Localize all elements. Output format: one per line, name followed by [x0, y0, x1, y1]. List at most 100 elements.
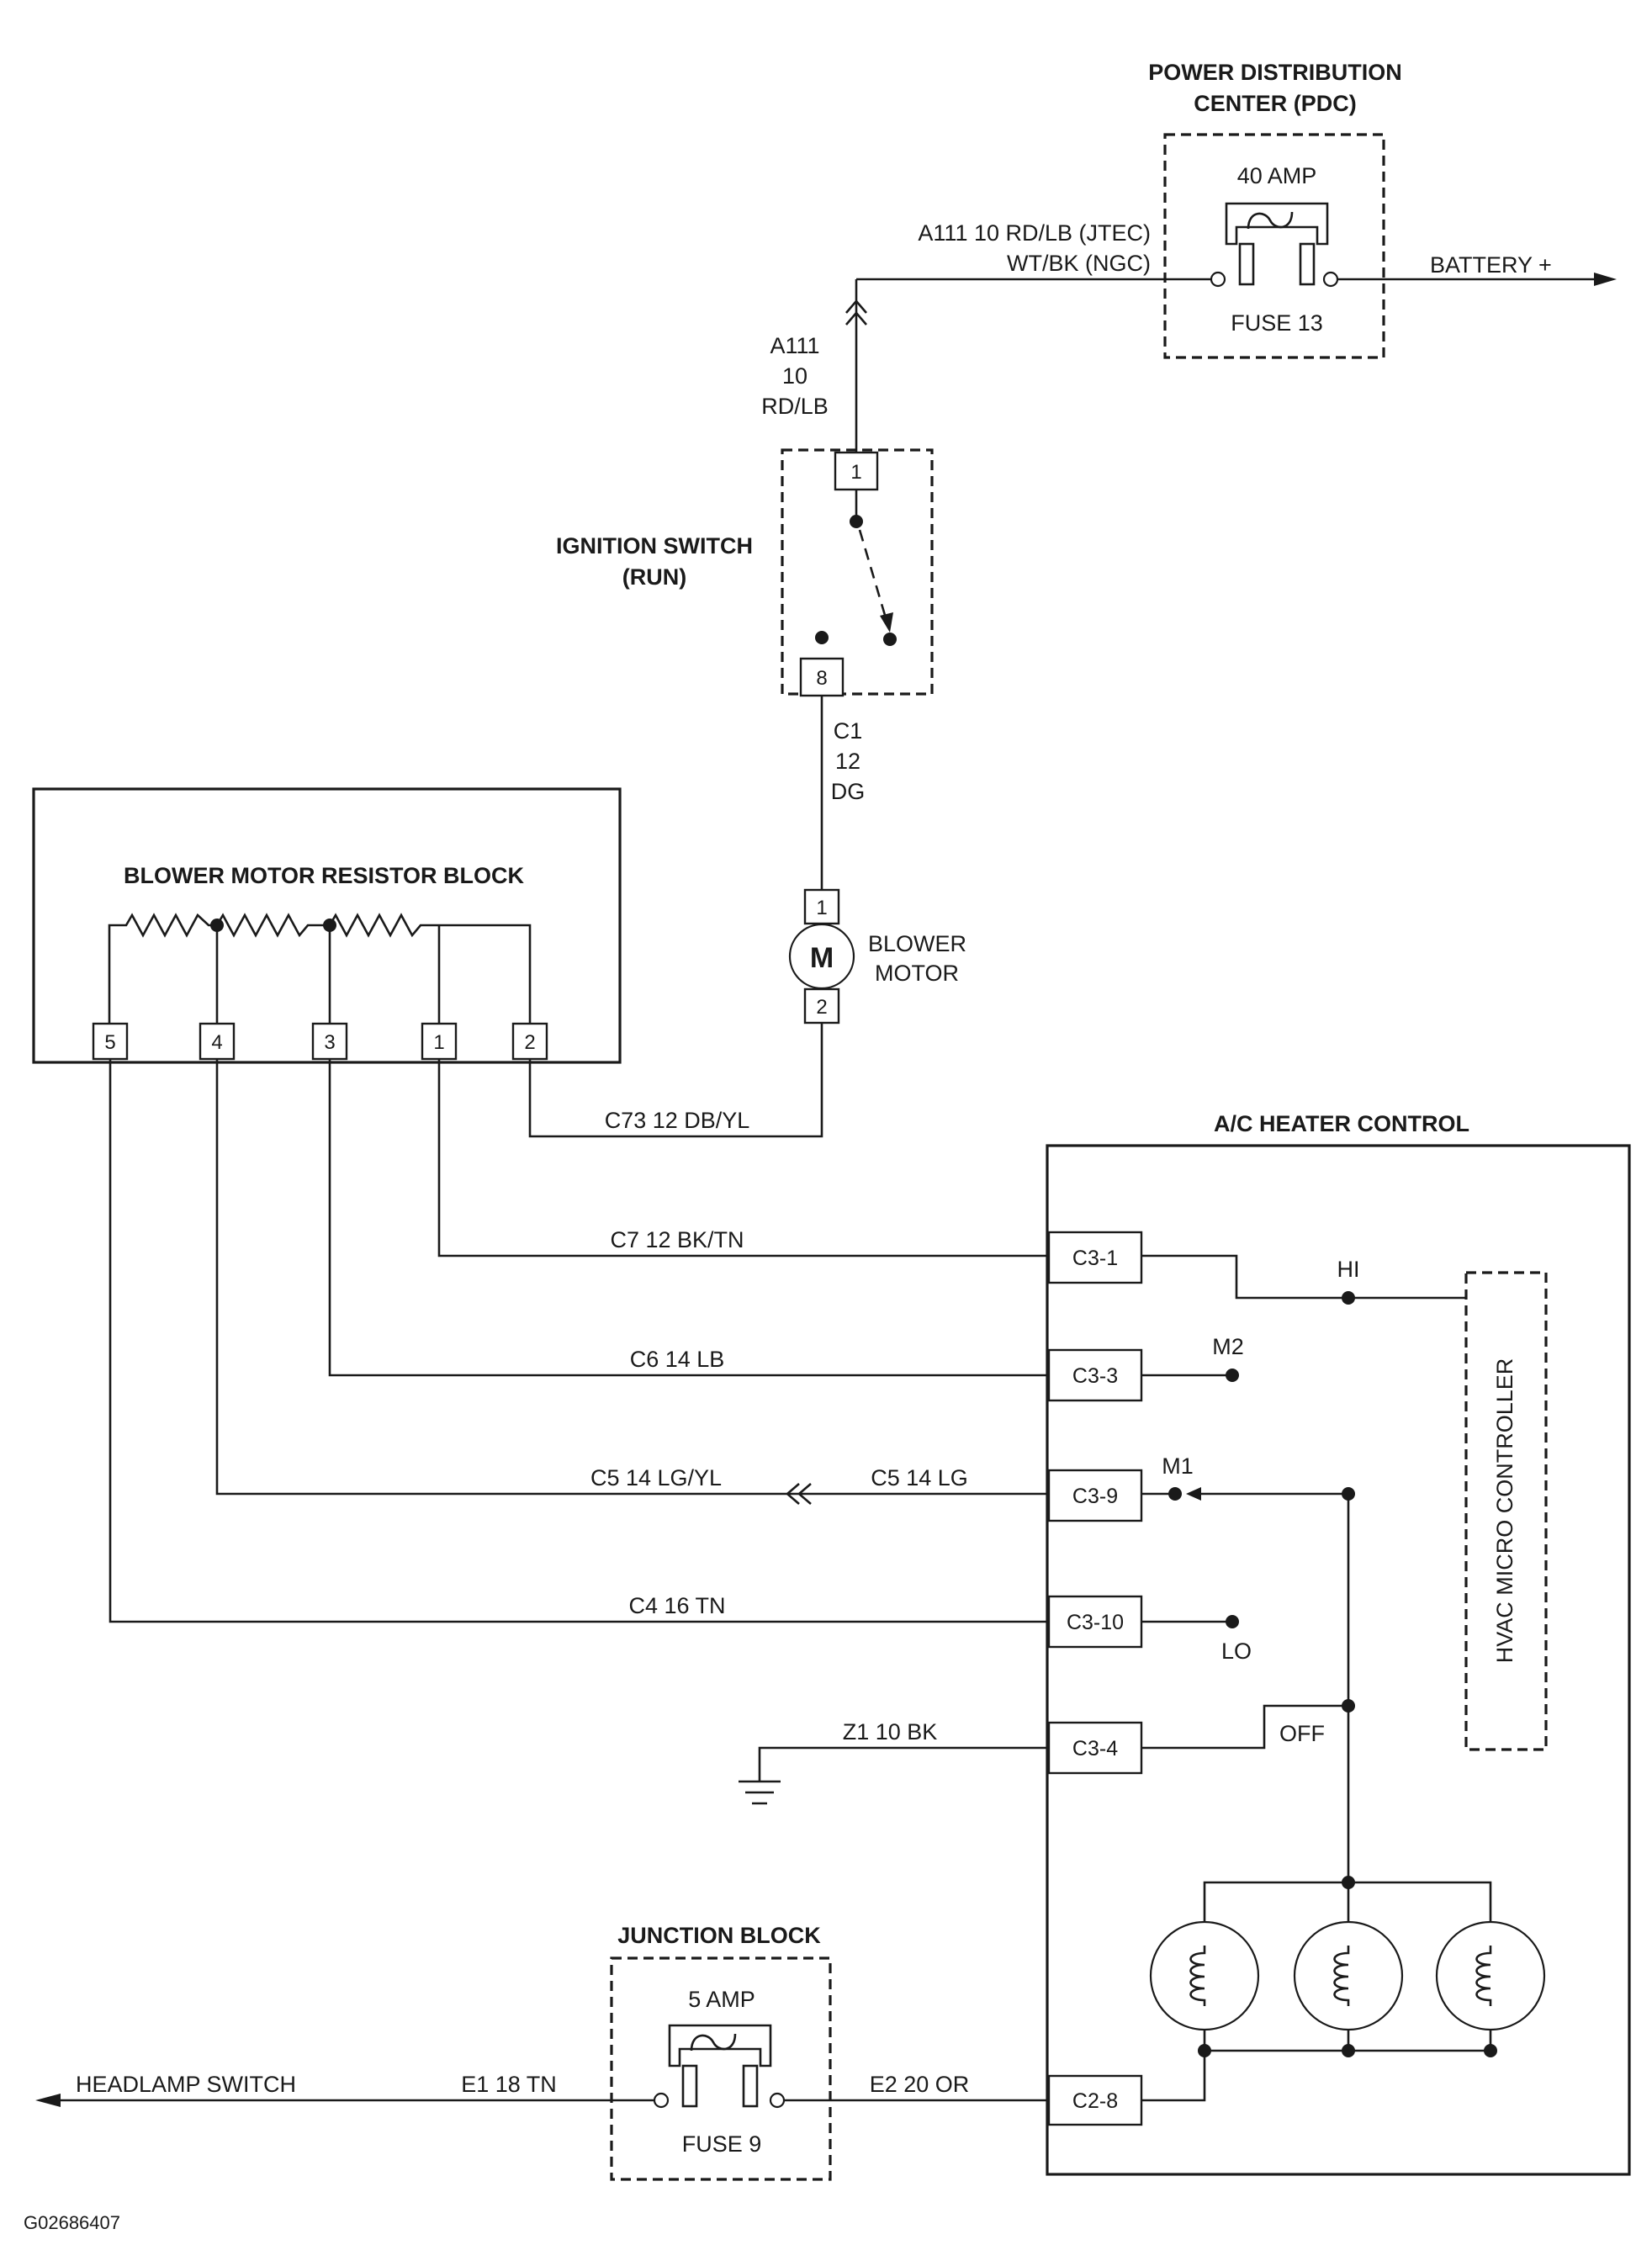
selector-arrow-icon: [1186, 1487, 1201, 1501]
fuse-13-icon: [1210, 202, 1339, 288]
junction-fuse-rating: 5 AMP: [688, 1987, 755, 2012]
motor-pin-1-label: 1: [816, 897, 827, 919]
resistor-block-title: BLOWER MOTOR RESISTOR BLOCK: [124, 863, 525, 888]
hi-wire: [1141, 1254, 1466, 1300]
a111-top-label-line2: WT/BK (NGC): [1007, 251, 1151, 276]
power-distribution-center: POWER DISTRIBUTION CENTER (PDC) 40 AMP F…: [1148, 60, 1402, 359]
connector-c3-1-label: C3-1: [1072, 1247, 1118, 1270]
motor-pin-2-label: 2: [816, 996, 827, 1019]
connector-c3-9-label: C3-9: [1072, 1485, 1118, 1508]
ignition-pin-1: [834, 451, 879, 491]
fuse-9-icon: [653, 2024, 786, 2109]
switch-contact-icon: [850, 515, 863, 528]
connector-c3-4-label: C3-4: [1072, 1737, 1118, 1760]
resistor-pin-4-label: 4: [211, 1031, 222, 1054]
resistor-coils-icon: [108, 913, 532, 1024]
c4-wire: [109, 1059, 1049, 1623]
pdc-fuse-label: FUSE 13: [1231, 310, 1323, 336]
ignition-pin-1-label: 1: [850, 461, 861, 484]
m1-label: M1: [1162, 1453, 1194, 1479]
c2-8-internal-wire: [1141, 2051, 1206, 2102]
ignition-switch: 1 8 IGNITION SWITCH (RUN): [556, 448, 934, 697]
pdc-fuse-rating: 40 AMP: [1237, 163, 1317, 188]
a111-top-label-line1: A111 10 RD/LB (JTEC): [918, 220, 1151, 246]
off-wire: [1141, 1704, 1348, 1750]
ac-heater-control-box: [1046, 1144, 1631, 2176]
motor-pin-2: [803, 987, 840, 1024]
junction-block-title: JUNCTION BLOCK: [617, 1923, 821, 1948]
resistor-pin-3-label: 3: [324, 1031, 335, 1054]
z1-wire: [758, 1746, 1049, 1782]
hi-label: HI: [1337, 1257, 1360, 1282]
ignition-switch-title-line1: IGNITION SWITCH: [556, 533, 753, 559]
c5-wire: [215, 1059, 1049, 1496]
resistor-pin-3: [311, 1022, 348, 1061]
connector-c3-10-label: C3-10: [1067, 1611, 1124, 1634]
e2-label: E2 20 OR: [870, 2072, 970, 2097]
resistor-pin-1-label: 1: [433, 1031, 444, 1054]
motor-symbol: M: [810, 942, 834, 974]
off-label: OFF: [1279, 1721, 1325, 1746]
resistor-pin-2-label: 2: [524, 1031, 535, 1054]
resistor-pin-2: [511, 1022, 548, 1061]
lamp-2-icon: [1293, 1920, 1404, 2031]
battery-arrow-icon: [1594, 273, 1617, 286]
lamp-1-icon: [1149, 1920, 1260, 2031]
lo-label: LO: [1221, 1639, 1252, 1664]
ignition-switch-title-line2: (RUN): [622, 564, 686, 590]
c6-wire: [328, 1059, 1049, 1377]
ignition-switch-box: [781, 448, 934, 696]
inline-connector-icon: [845, 299, 867, 326]
ignition-pin-8-label: 8: [816, 667, 827, 690]
e1-label: E1 18 TN: [461, 2072, 557, 2097]
a111-vert-label-3: RD/LB: [761, 394, 829, 419]
c5-left-label: C5 14 LG/YL: [590, 1465, 722, 1490]
m2-contact-icon: [1226, 1369, 1239, 1382]
ac-heater-control-title: A/C HEATER CONTROL: [1214, 1111, 1469, 1136]
hvac-micro-controller-label: HVAC MICRO CONTROLLER: [1492, 1358, 1517, 1664]
connector-c2-8: [1047, 2074, 1143, 2126]
junction-block: JUNCTION BLOCK 5 AMP FUSE 9: [610, 1923, 832, 2181]
connector-c3-10: [1047, 1595, 1143, 1649]
pdc-title-line2: CENTER (PDC): [1194, 91, 1357, 116]
switch-blade-icon: [858, 529, 888, 622]
m2-label: M2: [1212, 1334, 1244, 1359]
c6-label: C6 14 LB: [630, 1347, 725, 1372]
a111-vert-label-2: 10: [782, 363, 807, 389]
c7-wire: [437, 1059, 1049, 1257]
c4-label: C4 16 TN: [628, 1593, 725, 1618]
connector-c2-8-label: C2-8: [1072, 2089, 1118, 2113]
z1-label: Z1 10 BK: [843, 1719, 938, 1745]
junction-fuse-label: FUSE 9: [682, 2131, 762, 2157]
hvac-micro-controller-box: [1464, 1271, 1548, 1751]
c5-inline-connector-icon: [786, 1483, 812, 1505]
pdc-title-line1: POWER DISTRIBUTION: [1148, 60, 1402, 85]
resistor-block-box: [32, 787, 622, 1064]
hi-contact-icon: [1342, 1291, 1355, 1305]
c1-label-1: C1: [834, 718, 863, 744]
lo-contact-icon: [1226, 1615, 1239, 1628]
connector-c3-1: [1047, 1231, 1143, 1284]
headlamp-switch-label: HEADLAMP SWITCH: [76, 2072, 296, 2097]
ground-icon: [739, 1780, 781, 1805]
motor-label-line1: BLOWER: [868, 931, 966, 956]
resistor-pin-5-label: 5: [104, 1031, 115, 1054]
connector-c3-9: [1047, 1469, 1143, 1522]
connector-c3-4: [1047, 1721, 1143, 1775]
battery-label: BATTERY +: [1430, 252, 1552, 278]
motor-label-line2: MOTOR: [875, 961, 959, 986]
figure-id: G02686407: [24, 2212, 120, 2233]
junction-block-box: [610, 1956, 832, 2181]
blower-motor: 1 M 2 BLOWER MOTOR: [788, 888, 966, 1024]
c1-label-2: 12: [835, 749, 860, 774]
c5-right-label: C5 14 LG: [871, 1465, 968, 1490]
headlamp-arrow-icon: [35, 2094, 61, 2107]
blower-motor-resistor-block: BLOWER MOTOR RESISTOR BLOCK 5 4 3 1 2: [32, 787, 622, 1064]
m1-contact-icon: [1168, 1487, 1182, 1501]
connector-c3-3-label: C3-3: [1072, 1364, 1118, 1388]
ac-heater-control: A/C HEATER CONTROL C3-1 C3-3 C3-9 C3-10 …: [1046, 1111, 1631, 2176]
c1-label-3: DG: [831, 779, 866, 804]
c73-label: C73 12 DB/YL: [605, 1108, 750, 1133]
pdc-box: [1163, 133, 1385, 359]
